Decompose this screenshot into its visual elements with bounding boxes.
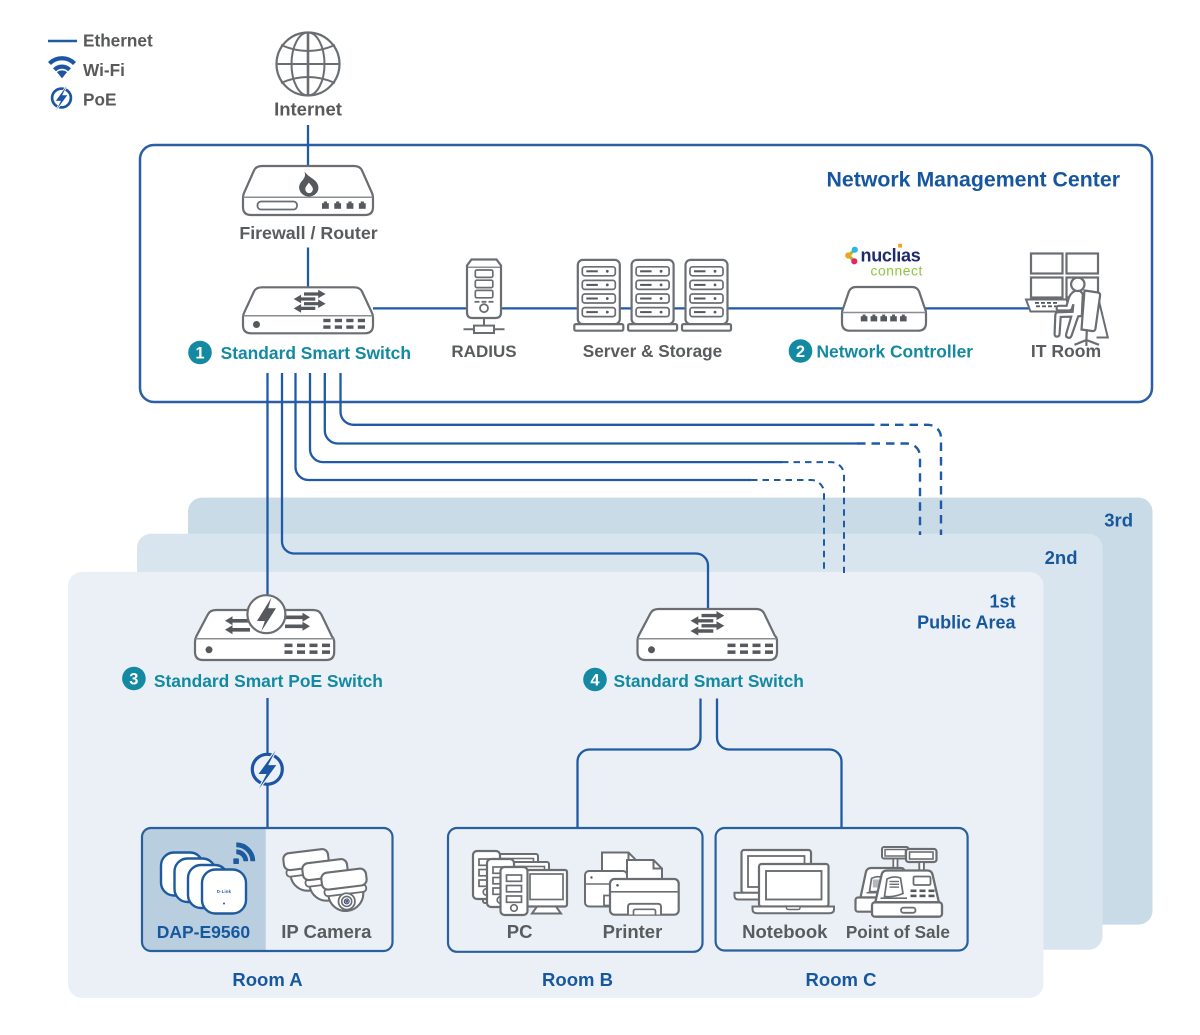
- svg-text:Room C: Room C: [806, 969, 877, 990]
- svg-text:Standard Smart PoE Switch: Standard Smart PoE Switch: [154, 671, 383, 691]
- svg-text:Public Area: Public Area: [917, 613, 1016, 633]
- svg-text:Notebook: Notebook: [742, 921, 828, 942]
- svg-text:3rd: 3rd: [1104, 510, 1133, 531]
- svg-text:PoE: PoE: [83, 90, 116, 110]
- svg-text:DAP-E9560: DAP-E9560: [157, 922, 251, 942]
- svg-text:IT Room: IT Room: [1031, 341, 1101, 361]
- svg-text:IP Camera: IP Camera: [281, 921, 372, 942]
- svg-text:PC: PC: [507, 921, 533, 942]
- svg-text:Ethernet: Ethernet: [83, 31, 153, 51]
- svg-text:4: 4: [590, 671, 600, 689]
- svg-text:Standard Smart Switch: Standard Smart Switch: [221, 343, 411, 363]
- svg-text:Point of Sale: Point of Sale: [846, 922, 950, 942]
- svg-text:1: 1: [195, 344, 204, 362]
- svg-text:D-Link: D-Link: [217, 889, 232, 894]
- svg-text:Standard Smart Switch: Standard Smart Switch: [614, 671, 804, 691]
- svg-text:1st: 1st: [989, 592, 1015, 612]
- svg-text:Firewall / Router: Firewall / Router: [239, 223, 377, 243]
- svg-text:Internet: Internet: [274, 99, 342, 120]
- svg-text:2nd: 2nd: [1045, 547, 1078, 568]
- svg-text:Printer: Printer: [603, 921, 663, 942]
- svg-text:Room A: Room A: [232, 969, 302, 990]
- svg-text:Server & Storage: Server & Storage: [583, 341, 722, 361]
- svg-text:RADIUS: RADIUS: [451, 342, 516, 361]
- svg-text:Network Controller: Network Controller: [817, 342, 974, 362]
- svg-text:Network Management Center: Network Management Center: [827, 168, 1121, 192]
- svg-text:Wi-Fi: Wi-Fi: [83, 60, 125, 80]
- svg-text:connect: connect: [870, 264, 923, 279]
- svg-text:3: 3: [129, 670, 138, 688]
- svg-text:Room B: Room B: [542, 969, 613, 990]
- svg-text:2: 2: [796, 343, 805, 361]
- svg-text:nuclıas: nuclıas: [861, 246, 921, 266]
